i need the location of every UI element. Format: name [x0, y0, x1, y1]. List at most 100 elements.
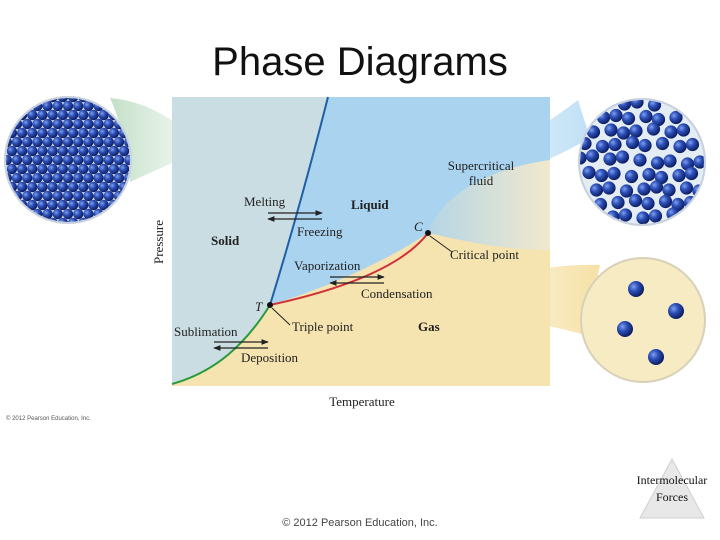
particle	[98, 181, 109, 193]
particle	[78, 145, 89, 157]
particle	[638, 138, 652, 153]
particle	[16, 181, 28, 193]
particle	[52, 154, 63, 166]
particle	[685, 137, 700, 152]
particle	[67, 127, 79, 139]
particle	[11, 154, 23, 166]
particle	[22, 190, 33, 202]
particle	[118, 145, 130, 157]
particle	[113, 136, 125, 148]
particle	[88, 127, 99, 139]
particle	[93, 172, 104, 184]
particle	[108, 163, 120, 175]
slide-footer: © 2012 Pearson Education, Inc.	[282, 517, 438, 529]
supercritical-particles-illustration	[578, 98, 706, 226]
particle	[67, 163, 79, 175]
triple-point-label: Triple point	[292, 319, 354, 334]
particle	[108, 127, 120, 139]
particle	[47, 109, 58, 121]
particle	[67, 98, 79, 103]
particle	[6, 145, 18, 157]
particle	[62, 136, 74, 148]
sublimation-deposition-arrows	[213, 339, 269, 351]
particle	[608, 137, 622, 152]
particle	[42, 136, 53, 148]
freezing-label: Freezing	[297, 224, 343, 239]
figure-copyright: © 2012 Pearson Education, Inc.	[6, 415, 91, 422]
particle	[649, 180, 664, 194]
particle	[103, 154, 115, 166]
particle	[673, 139, 687, 154]
particle	[42, 118, 53, 130]
particle	[27, 145, 38, 157]
particle	[625, 135, 640, 150]
particle	[113, 172, 125, 184]
particle	[604, 123, 618, 137]
triple-point-letter: T	[255, 299, 263, 314]
particle	[93, 136, 104, 148]
critical-point-letter: C	[414, 219, 423, 234]
particle	[113, 154, 125, 166]
particle	[621, 111, 636, 126]
gas-particles-illustration	[580, 257, 706, 383]
particle	[67, 199, 79, 211]
particle	[47, 127, 58, 139]
particle	[582, 165, 596, 180]
particle	[98, 145, 109, 157]
intermolecular-forces-nav-triangle[interactable]	[639, 457, 705, 519]
particle	[648, 209, 663, 223]
intermolecular-forces-nav-label[interactable]: Intermolecular Forces	[636, 473, 708, 504]
particle	[108, 199, 120, 211]
particle	[22, 118, 33, 130]
particle	[73, 154, 84, 166]
supercritical-region	[428, 160, 550, 250]
particle	[78, 181, 89, 193]
particle	[73, 100, 84, 112]
melting-label: Melting	[244, 194, 286, 209]
triple-point-marker	[267, 302, 273, 308]
particle	[37, 163, 48, 175]
particle	[37, 127, 48, 139]
particle	[32, 190, 43, 202]
particle	[83, 118, 94, 130]
particle	[32, 172, 43, 184]
particle	[641, 196, 655, 211]
particle	[619, 184, 634, 198]
y-axis-label: Pressure	[151, 220, 166, 264]
particle	[47, 163, 58, 175]
particle	[11, 136, 23, 148]
particle	[78, 199, 89, 211]
particle	[103, 190, 115, 202]
particle	[62, 118, 74, 130]
particle	[663, 154, 677, 168]
particle	[37, 145, 48, 157]
particle	[693, 155, 704, 169]
particle	[57, 98, 69, 103]
particle	[62, 154, 74, 166]
particle	[37, 109, 48, 121]
particle	[658, 194, 673, 209]
sublimation-curve	[171, 304, 271, 385]
particle	[83, 100, 94, 112]
particle	[16, 199, 28, 211]
particle	[615, 150, 630, 164]
particle	[118, 163, 130, 175]
particle	[16, 145, 28, 157]
particle	[83, 172, 94, 184]
particle	[52, 172, 63, 184]
particle	[646, 122, 661, 136]
particle	[42, 208, 53, 220]
particle	[636, 211, 650, 224]
particle	[103, 118, 115, 130]
particle	[639, 109, 653, 124]
particle	[108, 145, 120, 157]
particle	[52, 136, 63, 148]
particle	[57, 181, 69, 193]
particle	[642, 167, 656, 182]
particle	[57, 199, 69, 211]
particle	[103, 172, 115, 184]
particle	[42, 154, 53, 166]
particle	[103, 136, 115, 148]
particle	[637, 182, 651, 196]
